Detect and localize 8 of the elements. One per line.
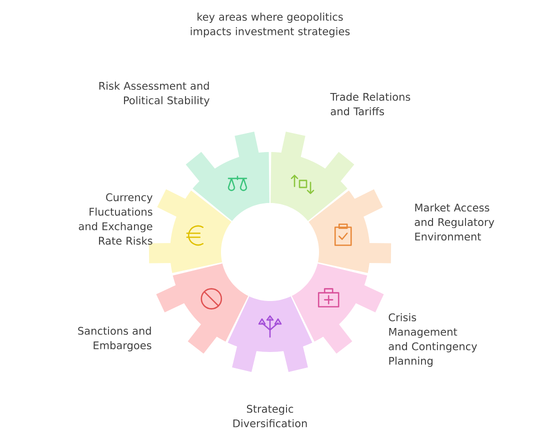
segment-label: Trade Relations and Tariffs <box>330 92 410 116</box>
segment-label: Crisis Management and Contingency Planning <box>388 313 478 367</box>
segment-label: Market Access and Regulatory Environment <box>414 203 494 241</box>
title: key areas where geopolitics impacts investment strategies <box>190 12 350 38</box>
segment-label: Risk Assessment and Political Stability <box>99 82 210 106</box>
segment-label: Strategic Diversification <box>233 404 307 428</box>
segment-label: Sanctions and Embargoes <box>78 326 152 352</box>
segment-label: Currency Fluctuations and Exchange Rate Risks <box>78 193 152 245</box>
